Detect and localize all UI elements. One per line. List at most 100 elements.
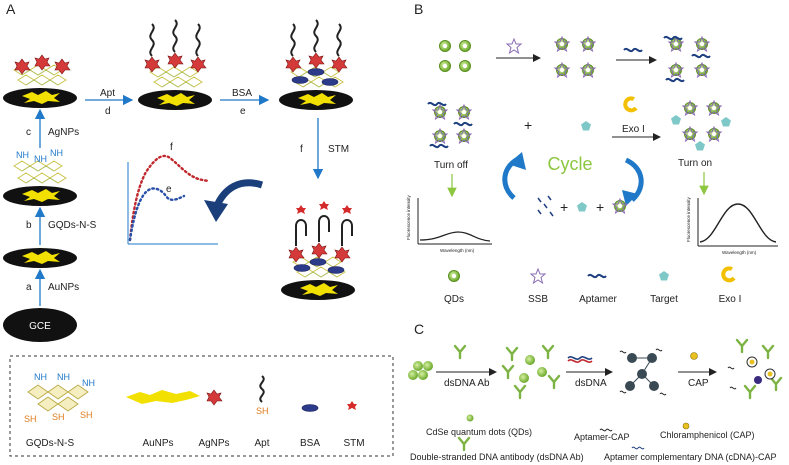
- step-b-letter: b: [26, 220, 32, 231]
- legend-item-aunps: AuNPs: [142, 438, 173, 449]
- exo-label: Exo I: [622, 124, 645, 135]
- c-step-dsdna: dsDNA: [575, 378, 607, 389]
- legend-apt-sh: SH: [256, 406, 269, 416]
- legend-ssb-icon: [530, 268, 546, 284]
- disk-gqds: [3, 160, 77, 206]
- c-step-cap: CAP: [688, 378, 709, 389]
- legend-apt-graphic: [259, 375, 265, 403]
- c-legend-qds: CdSe quantum dots (QDs): [426, 427, 532, 437]
- legend-item-bsa: BSA: [300, 438, 320, 449]
- legend-exo-icon: [721, 266, 736, 283]
- step-d-letter: d: [105, 106, 111, 117]
- panel-b-label: B: [414, 1, 423, 17]
- legend-qd-icon: [448, 270, 460, 282]
- nh-label-2: NH: [34, 154, 47, 164]
- legend-stm-graphic: [347, 401, 357, 410]
- plus-3: +: [596, 199, 604, 215]
- disk-aunps: [3, 248, 77, 268]
- step-bsa-label: BSA: [232, 88, 252, 99]
- step-e-letter: e: [240, 106, 246, 117]
- step-agnps-label: AgNPs: [48, 127, 79, 138]
- legend-item-stm: STM: [343, 438, 364, 449]
- legend-gqds-graphic: [27, 384, 89, 412]
- c-legend-apt-cap-icon: [599, 428, 613, 432]
- step-c-letter: c: [26, 127, 31, 138]
- aptamer-fragments: [537, 195, 554, 217]
- disk-agnps: [3, 54, 77, 108]
- exo-icon: [623, 96, 638, 113]
- target-pentagon-cycle: [577, 202, 587, 212]
- plus-2: +: [560, 199, 568, 215]
- turn-off-label: Turn off: [434, 160, 468, 171]
- qd-ssb-aptamer-complex: [663, 35, 711, 83]
- step-apt-label: Apt: [100, 88, 115, 99]
- c-legend-cdna: Aptamer complementary DNA (cDNA)-CAP: [604, 452, 777, 462]
- trace-e: [128, 187, 186, 242]
- legend-qds-label: QDs: [444, 294, 464, 305]
- legend-sh-2: SH: [52, 412, 65, 422]
- step-f-letter: f: [300, 144, 303, 155]
- plus-1: +: [524, 117, 532, 133]
- spectrum-off-xlabel: Wavelength (nm): [440, 248, 475, 253]
- turn-on-label: Turn on: [678, 158, 712, 169]
- nh-label-1: NH: [16, 150, 29, 160]
- qds-cluster: [439, 40, 471, 72]
- c-legend-ab: Double-stranded DNA antibody (dsDNA Ab): [410, 452, 584, 462]
- spectrum-on-xlabel: Wavelength (nm): [722, 250, 757, 255]
- gce-label: GCE: [29, 321, 51, 332]
- legend-agnps-graphic: [206, 389, 223, 406]
- legend-aptamer-icon: [587, 273, 607, 279]
- spectrum-on-ylabel: Fluorescence intensity: [686, 196, 691, 242]
- c-legend-cap: Chloramphenicol (CAP): [660, 430, 755, 440]
- qd-ssb-complex: [554, 36, 596, 78]
- cycle-arrowhead-left: [508, 152, 526, 170]
- cycle-arrowhead-right: [622, 190, 638, 206]
- disk-stm: [281, 201, 355, 300]
- legend-sh-3: SH: [80, 410, 93, 420]
- c-legend-apt-cap: Aptamer-CAP: [574, 432, 630, 442]
- c-qd-antibody-complex: [501, 344, 561, 400]
- nh-label-3: NH: [50, 148, 63, 158]
- legend-nh-1: NH: [34, 372, 47, 382]
- disk-bsa: [279, 19, 353, 110]
- gce-electrode: GCE: [3, 308, 77, 342]
- c-legend-cap-icon: [682, 422, 690, 430]
- step-gqds-label: GQDs-N-S: [48, 220, 97, 231]
- curved-arrow-head: [204, 200, 228, 222]
- legend-sh-1: SH: [24, 414, 37, 424]
- panel-a-label: A: [6, 1, 16, 17]
- c-antibody-icon: [453, 344, 467, 360]
- legend-bsa-graphic: [301, 404, 319, 412]
- panel-c-label: C: [414, 321, 424, 337]
- c-step-dsdna-ab: dsDNA Ab: [444, 378, 490, 389]
- step-stm-label: STM: [328, 144, 349, 155]
- legend-exo-label: Exo I: [719, 294, 742, 305]
- legend-target-label: Target: [650, 294, 678, 305]
- legend-target-icon: [659, 271, 669, 281]
- legend-nh-3: NH: [82, 378, 95, 388]
- spectrum-off: [417, 198, 492, 245]
- legend-item-apt: Apt: [254, 438, 269, 449]
- c-legend-ab-icon: [457, 436, 471, 452]
- trace-label-f: f: [170, 142, 173, 153]
- c-final-complex: [727, 338, 783, 400]
- disk-apt: [138, 19, 212, 110]
- aptamer-wave-top: [623, 47, 643, 53]
- legend-item-agnps: AgNPs: [198, 438, 229, 449]
- legend-nh-2: NH: [57, 372, 70, 382]
- spectrum-off-ylabel: Fluorescence intensity: [406, 194, 411, 240]
- step-aunps-label: AuNPs: [48, 282, 79, 293]
- c-cap-icon: [690, 352, 698, 360]
- target-pentagon: [581, 121, 591, 131]
- spectrum-on: [697, 198, 778, 247]
- ssb-star: [506, 38, 522, 54]
- cycle-label: Cycle: [547, 154, 592, 174]
- c-legend-qd-icon: [466, 414, 474, 422]
- legend-aunps-graphic: [126, 390, 200, 404]
- c-legend-cdna-icon: [631, 446, 645, 450]
- cv-plot: f e: [127, 142, 218, 245]
- c-dsdna-icon: [567, 356, 593, 363]
- turn-off-complex: [427, 101, 473, 149]
- legend-aptamer-label: Aptamer: [579, 294, 617, 305]
